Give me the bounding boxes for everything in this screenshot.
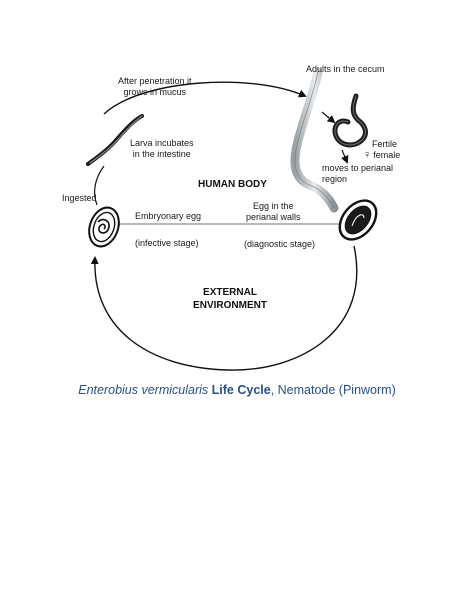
larva-incubates-line-2: in the intestine	[132, 149, 191, 159]
larva-icon	[86, 114, 144, 166]
external-line-1: EXTERNAL	[203, 287, 257, 298]
fertile-female-label: Fertile ♀female	[363, 139, 401, 161]
adult-worm-icon	[290, 67, 339, 213]
embryonary-egg-icon	[88, 206, 120, 248]
after-penetration-label: After penetration it grows in mucus	[118, 76, 192, 98]
ingested-to-larva-arrow	[94, 165, 105, 206]
caption-life-cycle: Life Cycle	[211, 383, 271, 397]
moves-line-1: moves to perianal	[322, 163, 394, 173]
caption-rest: , Nematode (Pinworm)	[270, 383, 396, 397]
egg-perianal-line-1: Egg in the	[253, 201, 294, 211]
diagnostic-stage-label: (diagnostic stage)	[244, 239, 316, 249]
ingested-label: Ingested	[62, 193, 97, 203]
perianal-egg-icon	[338, 199, 378, 241]
female-symbol-icon: ♀	[363, 149, 372, 161]
caption-scientific-name: Enterobius vermicularis	[78, 383, 209, 397]
external-environment-arrow	[90, 245, 358, 371]
external-line-2: ENVIRONMENT	[193, 300, 267, 311]
moves-to-perianal-label: moves to perianal region	[322, 163, 393, 185]
moves-line-2: region	[322, 174, 348, 184]
female-line: ♀female	[363, 150, 401, 161]
female-down-arrow	[341, 149, 349, 164]
fertile-female-icon	[332, 93, 368, 148]
larva-incubates-line-1: Larva incubates	[130, 138, 194, 148]
egg-perianal-label: Egg in the perianal walls	[246, 201, 301, 223]
embryonary-egg-label: Embryonary egg	[135, 211, 202, 221]
figure-caption: Enterobius vermicularis Life Cycle, Nema…	[0, 383, 474, 397]
after-penetration-line-1: After penetration it	[118, 76, 192, 86]
egg-perianal-line-2: perianal walls	[246, 212, 301, 222]
human-body-region-label: HUMAN BODY	[198, 179, 267, 190]
adults-in-cecum-label: Adults in the cecum	[306, 64, 385, 74]
larva-incubates-label: Larva incubates in the intestine	[130, 138, 194, 160]
adult-to-female-arrow	[321, 111, 336, 124]
fertile-line: Fertile	[372, 139, 398, 149]
female-word: female	[373, 150, 401, 160]
after-penetration-line-2: grows in mucus	[123, 87, 187, 97]
upper-cycle-arrow	[103, 81, 307, 115]
external-environment-region-label: EXTERNAL ENVIRONMENT	[180, 286, 280, 312]
infective-stage-label: (infective stage)	[135, 238, 199, 248]
